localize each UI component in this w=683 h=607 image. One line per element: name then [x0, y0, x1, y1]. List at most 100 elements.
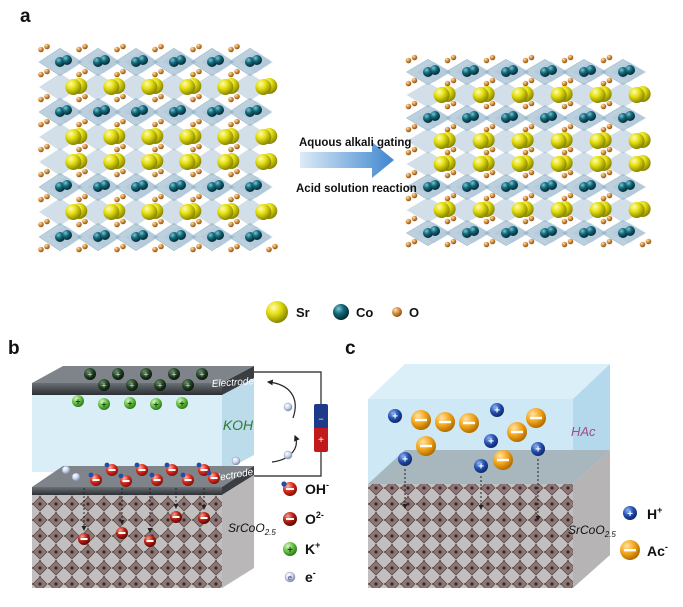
o-atom — [196, 218, 202, 225]
o-atom — [152, 196, 158, 203]
co-atom — [252, 55, 262, 65]
electrolyte-label-hac: HAc — [571, 424, 596, 439]
plus-icon: + — [171, 370, 176, 380]
o-atom — [561, 103, 568, 110]
o-atom — [528, 77, 535, 84]
co-atom — [62, 105, 72, 115]
plus-icon: + — [179, 399, 184, 409]
o-atom — [561, 218, 568, 225]
electron-minus-icon: e — [288, 575, 292, 582]
legend-panel-b: OH- O2- + K+ e e- — [281, 480, 329, 585]
k-ion — [150, 398, 162, 410]
o-atom — [606, 77, 613, 84]
o-atom — [228, 96, 234, 103]
o-atom — [190, 221, 196, 228]
o-atom — [228, 196, 234, 203]
o-atom — [405, 241, 412, 248]
o-atom — [44, 93, 50, 100]
co-atom — [586, 226, 596, 236]
co-atom — [469, 226, 479, 236]
co-atom — [625, 65, 635, 75]
octahedron — [229, 73, 271, 101]
oh-ion-hydrogen-icon — [281, 481, 287, 487]
sr-atom — [179, 204, 196, 220]
o-atom — [405, 57, 412, 64]
plus-icon: + — [199, 370, 204, 380]
o-atom — [606, 100, 613, 107]
co-atom — [62, 55, 72, 65]
o-atom — [234, 93, 240, 100]
sr-atom — [65, 154, 82, 170]
sr-atom — [589, 156, 606, 172]
o-atom — [266, 246, 272, 253]
sr-atom — [65, 129, 82, 145]
o-atom — [600, 149, 607, 156]
plus-icon: + — [494, 406, 500, 417]
o-atom — [405, 103, 412, 110]
legend-panel-c: + H+ Ac- — [620, 505, 668, 560]
o-atom — [567, 100, 574, 107]
positive-charge — [98, 379, 110, 391]
o-atom — [114, 246, 120, 253]
electrode-label-top: Electrode — [211, 376, 254, 390]
o2-ion-minus-icon — [286, 518, 294, 520]
legend-label-oh: OH- — [305, 480, 329, 497]
o-atom — [190, 46, 196, 53]
co-atom — [430, 65, 440, 75]
electrolyte-top-face — [368, 364, 610, 399]
legend-label-o: O — [409, 305, 419, 320]
substrate-side-c — [573, 450, 610, 588]
circuit-wire-bottom — [254, 452, 322, 477]
o-atom — [158, 168, 164, 175]
battery-minus: − — [318, 414, 323, 424]
co-atom — [508, 226, 518, 236]
oh-hydrogen — [104, 462, 110, 468]
o-atom — [450, 146, 457, 153]
o-atom — [228, 146, 234, 153]
panel-label-b: b — [8, 338, 20, 359]
arrow-icon — [300, 142, 394, 178]
o-atom — [528, 54, 535, 61]
plus-icon: + — [101, 400, 106, 410]
o-atom — [567, 215, 574, 222]
o-atom — [196, 68, 202, 75]
o-atom — [450, 192, 457, 199]
minus-icon — [118, 532, 126, 534]
o-atom — [76, 121, 82, 128]
o-atom — [483, 57, 490, 64]
sr-atom — [550, 202, 567, 218]
o-atom — [405, 218, 412, 225]
o-atom — [561, 195, 568, 202]
o-atom — [152, 146, 158, 153]
sr-atom — [589, 87, 606, 103]
o-atom — [411, 192, 418, 199]
o-atom — [561, 241, 568, 248]
legend-label-k: K+ — [305, 540, 320, 557]
o-atom — [38, 96, 44, 103]
o-atom — [444, 57, 451, 64]
h-ion — [474, 459, 488, 473]
o-atom — [82, 218, 88, 225]
o-atom — [44, 68, 50, 75]
o-atom — [152, 46, 158, 53]
k-ion — [176, 397, 188, 409]
minus-icon — [122, 480, 130, 482]
sr-atom — [472, 87, 489, 103]
octahedron — [229, 148, 271, 176]
o-atom — [196, 143, 202, 150]
o-atom — [405, 80, 412, 87]
plus-icon: + — [101, 381, 106, 391]
o-atom — [44, 168, 50, 175]
minus-icon — [415, 418, 427, 422]
o-atom — [152, 221, 158, 228]
minus-icon — [463, 421, 475, 425]
positive-charge — [126, 379, 138, 391]
o-atom — [158, 118, 164, 125]
sr-atom — [628, 133, 645, 149]
o-atom — [450, 215, 457, 222]
o-atom — [489, 215, 496, 222]
o-atom — [522, 126, 529, 133]
o-atom — [522, 57, 529, 64]
sr-atom — [141, 79, 158, 95]
o-atom — [528, 238, 535, 245]
